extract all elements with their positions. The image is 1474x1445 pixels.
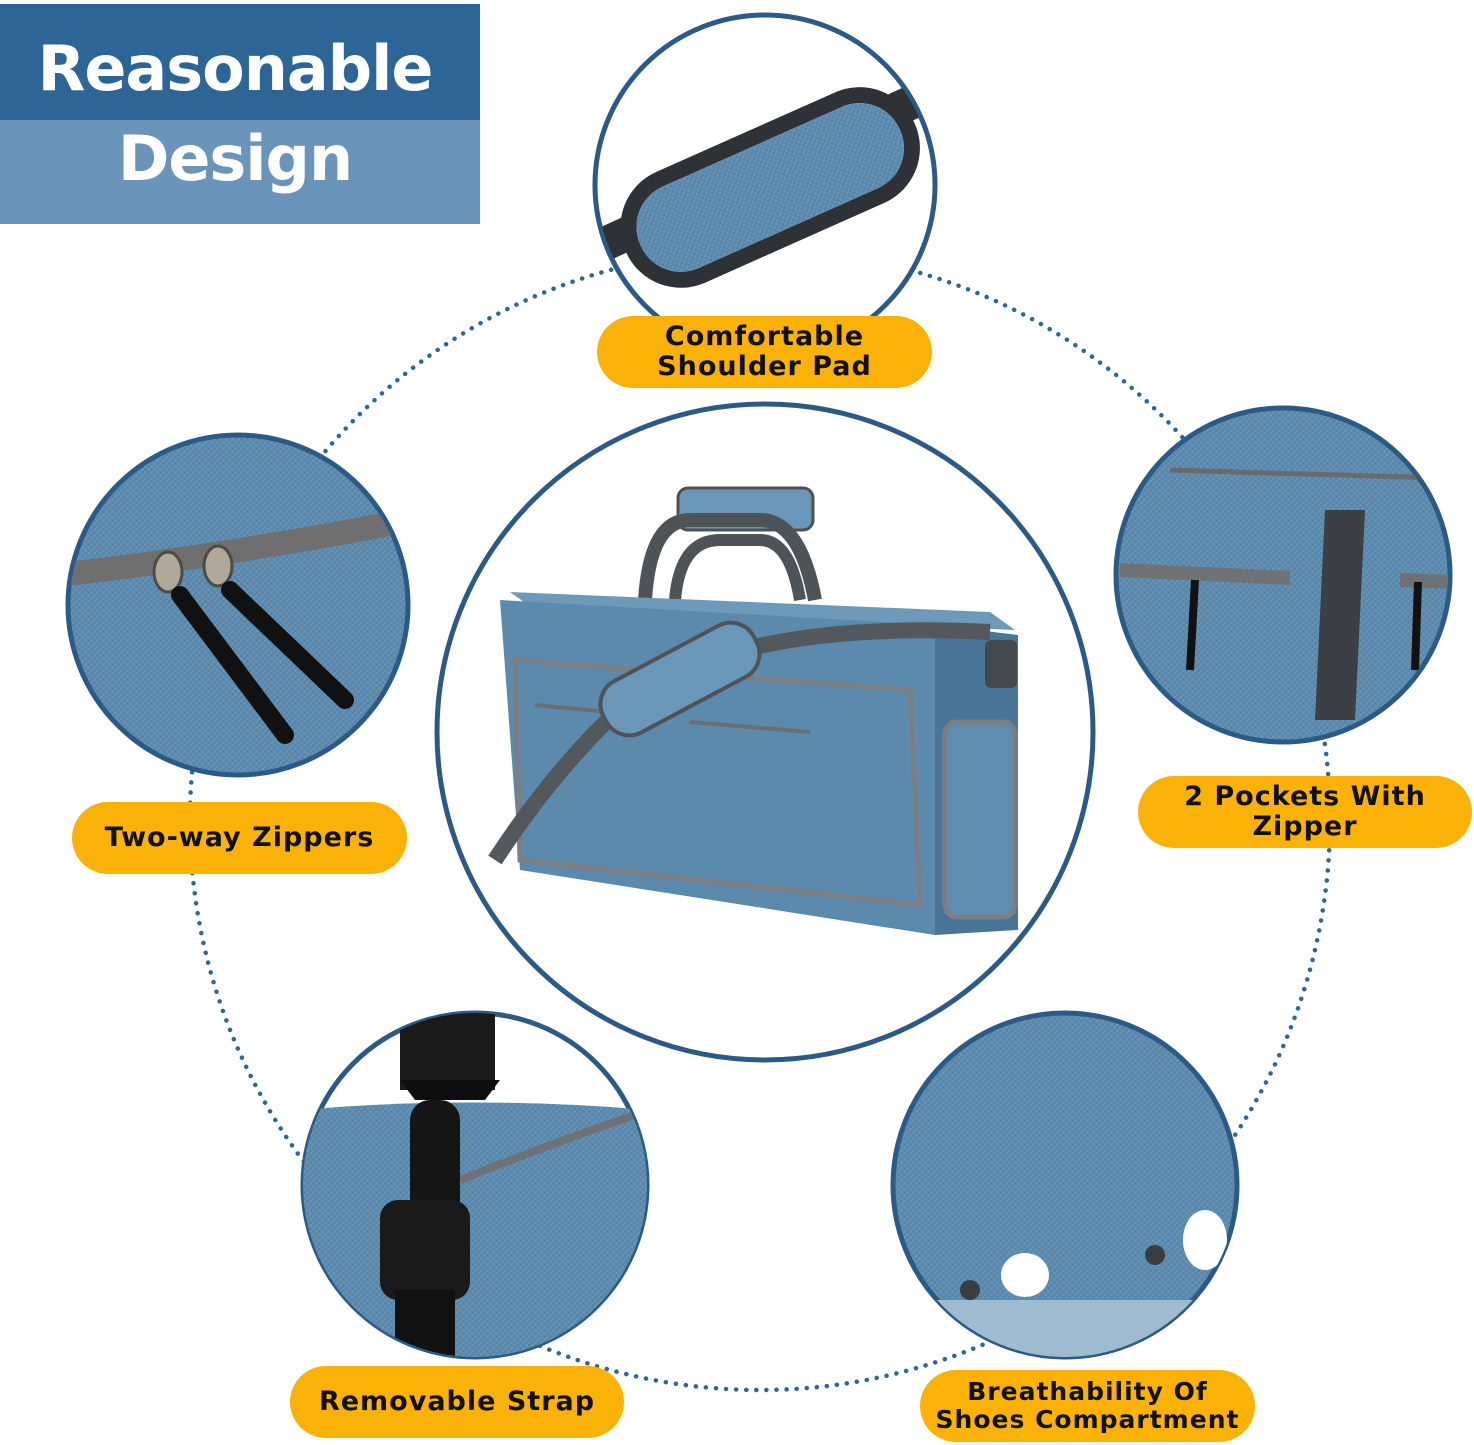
label-zippers-line-1: Two-way Zippers xyxy=(104,821,375,853)
label-shoulder-pad-line-2: Shoulder Pad xyxy=(657,351,872,382)
label-zippers: Two-way Zippers xyxy=(72,802,407,874)
label-breathability-line-2: Shoes Compartment xyxy=(935,1405,1240,1434)
breathability-circle xyxy=(890,1010,1240,1360)
label-breathability-line-1: Breathability Of xyxy=(967,1377,1208,1406)
label-pockets: 2 Pockets With Zipper xyxy=(1138,776,1472,848)
label-strap: Removable Strap xyxy=(290,1366,624,1438)
label-shoulder-pad-line-1: Comfortable xyxy=(664,320,865,352)
title-banner-bottom xyxy=(0,120,480,224)
center-bag-circle xyxy=(434,401,1096,1063)
label-pockets-line-1: 2 Pockets With xyxy=(1184,780,1426,812)
label-shoulder-pad: Comfortable Shoulder Pad xyxy=(597,316,932,388)
title-banner-top xyxy=(0,4,480,120)
shoulder-pad-circle xyxy=(592,12,938,358)
label-strap-line-1: Removable Strap xyxy=(318,1385,596,1417)
title-line-1: Reasonable xyxy=(37,32,434,105)
zippers-circle xyxy=(65,432,411,778)
label-pockets-line-2: Zipper xyxy=(1252,811,1358,842)
title-line-2: Design xyxy=(117,122,353,195)
pockets-circle xyxy=(1113,405,1453,745)
label-breathability: Breathability Of Shoes Compartment xyxy=(920,1370,1255,1442)
strap-circle xyxy=(300,1010,650,1360)
